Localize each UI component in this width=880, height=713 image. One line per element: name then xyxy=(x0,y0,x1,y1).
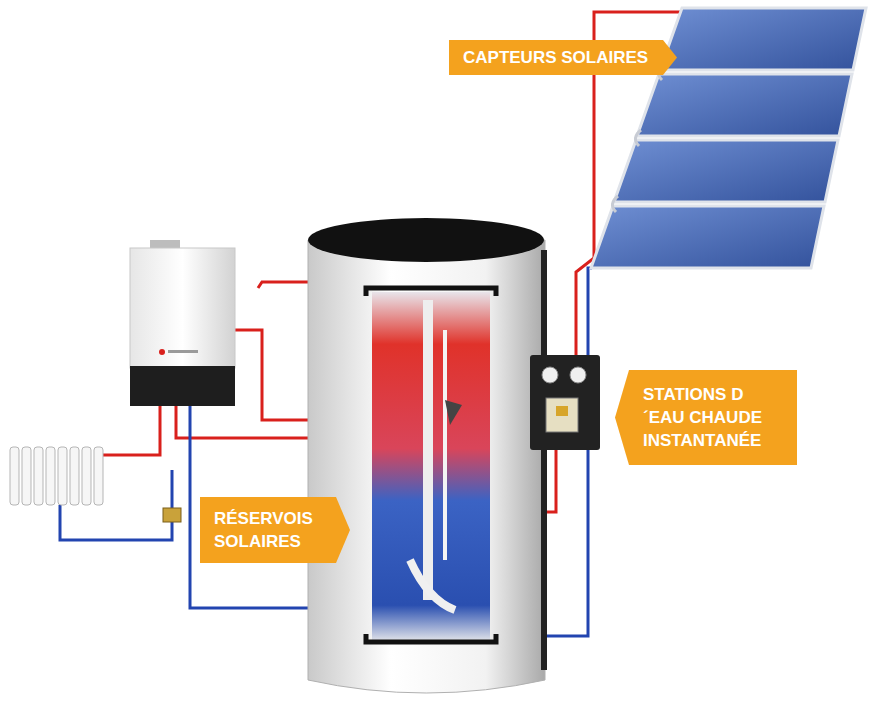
callout-tag: RÉSERVOIS SOLAIRES xyxy=(200,497,350,563)
callout-text: RÉSERVOIS SOLAIRES xyxy=(214,507,322,553)
solar-tank xyxy=(308,218,547,693)
callout-text: STATIONS D´EAU CHAUDE INSTANTANÉE xyxy=(643,383,783,452)
tag-fill xyxy=(200,497,350,563)
callout-tag: CAPTEURS SOLAIRES xyxy=(449,40,677,75)
gas-boiler xyxy=(130,240,235,406)
panel-connectors xyxy=(612,64,664,212)
three-way-valve xyxy=(163,508,181,522)
callout-text: CAPTEURS SOLAIRES xyxy=(463,46,648,69)
tag-fill xyxy=(449,40,677,75)
callout-tag: STATIONS D´EAU CHAUDE INSTANTANÉE xyxy=(615,370,797,465)
tag-shape xyxy=(200,497,350,563)
tag-fill xyxy=(615,370,797,465)
radiator xyxy=(10,447,103,505)
hot-water-station xyxy=(530,355,600,450)
